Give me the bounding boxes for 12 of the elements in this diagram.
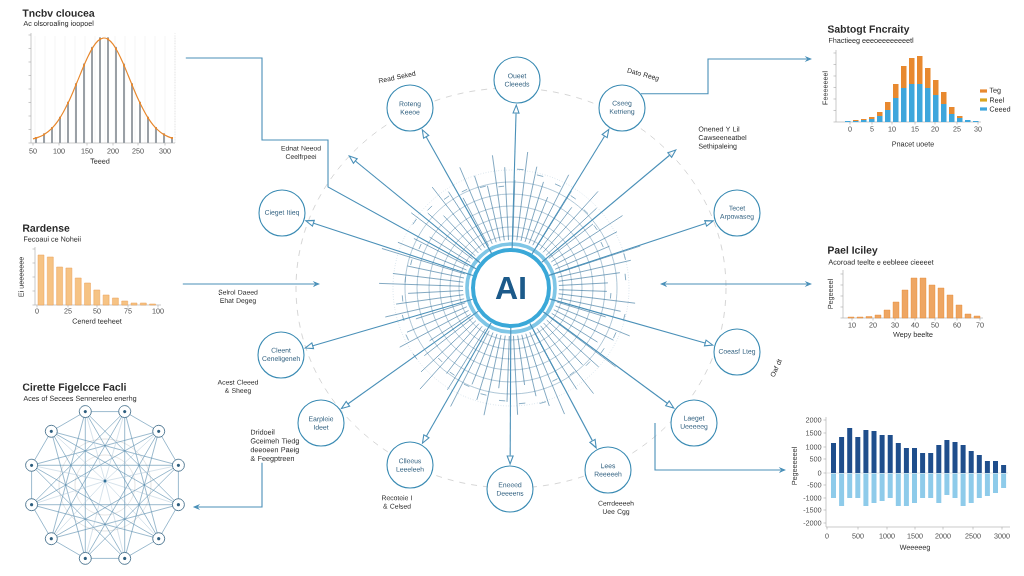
arrow — [542, 311, 675, 409]
connector-line — [185, 57, 477, 270]
chart-title: Rardense — [23, 224, 70, 232]
arrow — [531, 128, 610, 255]
chart-title: Cirette Figelcce Facli — [22, 383, 126, 393]
chart-title: Sabtogt Fncraity — [827, 25, 910, 35]
arrow — [348, 155, 481, 264]
arrow — [660, 280, 812, 288]
arrow — [541, 149, 677, 263]
chart-title: Pael Iciley — [828, 246, 878, 256]
chart-title: Tncbv cloucea — [22, 9, 95, 17]
arrow — [640, 55, 812, 95]
